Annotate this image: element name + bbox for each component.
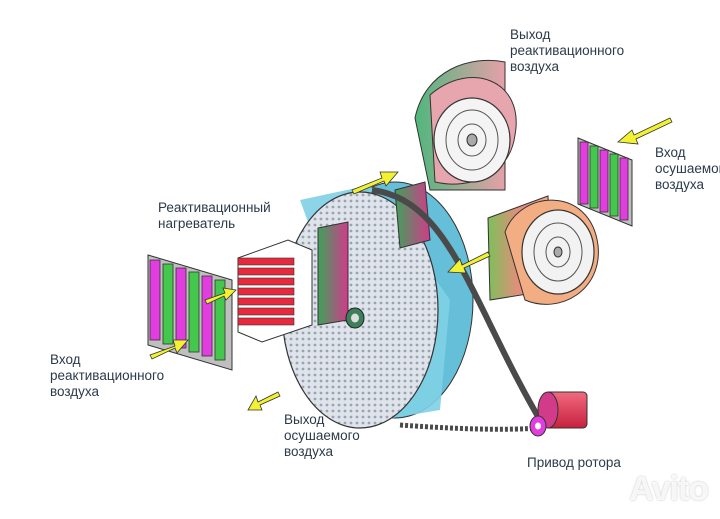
label-reactivation-heater: Реактивационный нагреватель <box>158 200 271 231</box>
arrow-in-dry <box>617 117 673 145</box>
label-rotor-drive: Привод ротора <box>527 455 621 470</box>
arrow-out-dry <box>247 391 281 411</box>
label-in-process-air: Вход осушаемого воздуха <box>655 145 720 192</box>
arrow-out-react <box>351 171 399 195</box>
label-in-reactivation-air: Вход реактивационного воздуха <box>50 352 165 399</box>
avito-watermark: Avito <box>629 470 709 508</box>
process-fan <box>487 195 599 305</box>
rotor-motor <box>529 391 588 437</box>
process-air-filter <box>577 137 633 227</box>
reactivation-heater <box>237 239 313 343</box>
arrow-heater-in <box>204 287 237 305</box>
reactivation-fan <box>414 59 517 191</box>
airflow-arrows <box>149 117 673 411</box>
label-out-process-air: Выход осушаемого воздуха <box>284 412 360 459</box>
label-out-reactivation-air: Выход реактивационного воздуха <box>510 27 625 74</box>
arrow-in-react <box>149 339 189 360</box>
reactivation-air-filter <box>147 254 233 371</box>
desiccant-rotor <box>281 181 474 429</box>
arrow-fan-to-rotor <box>447 251 491 274</box>
